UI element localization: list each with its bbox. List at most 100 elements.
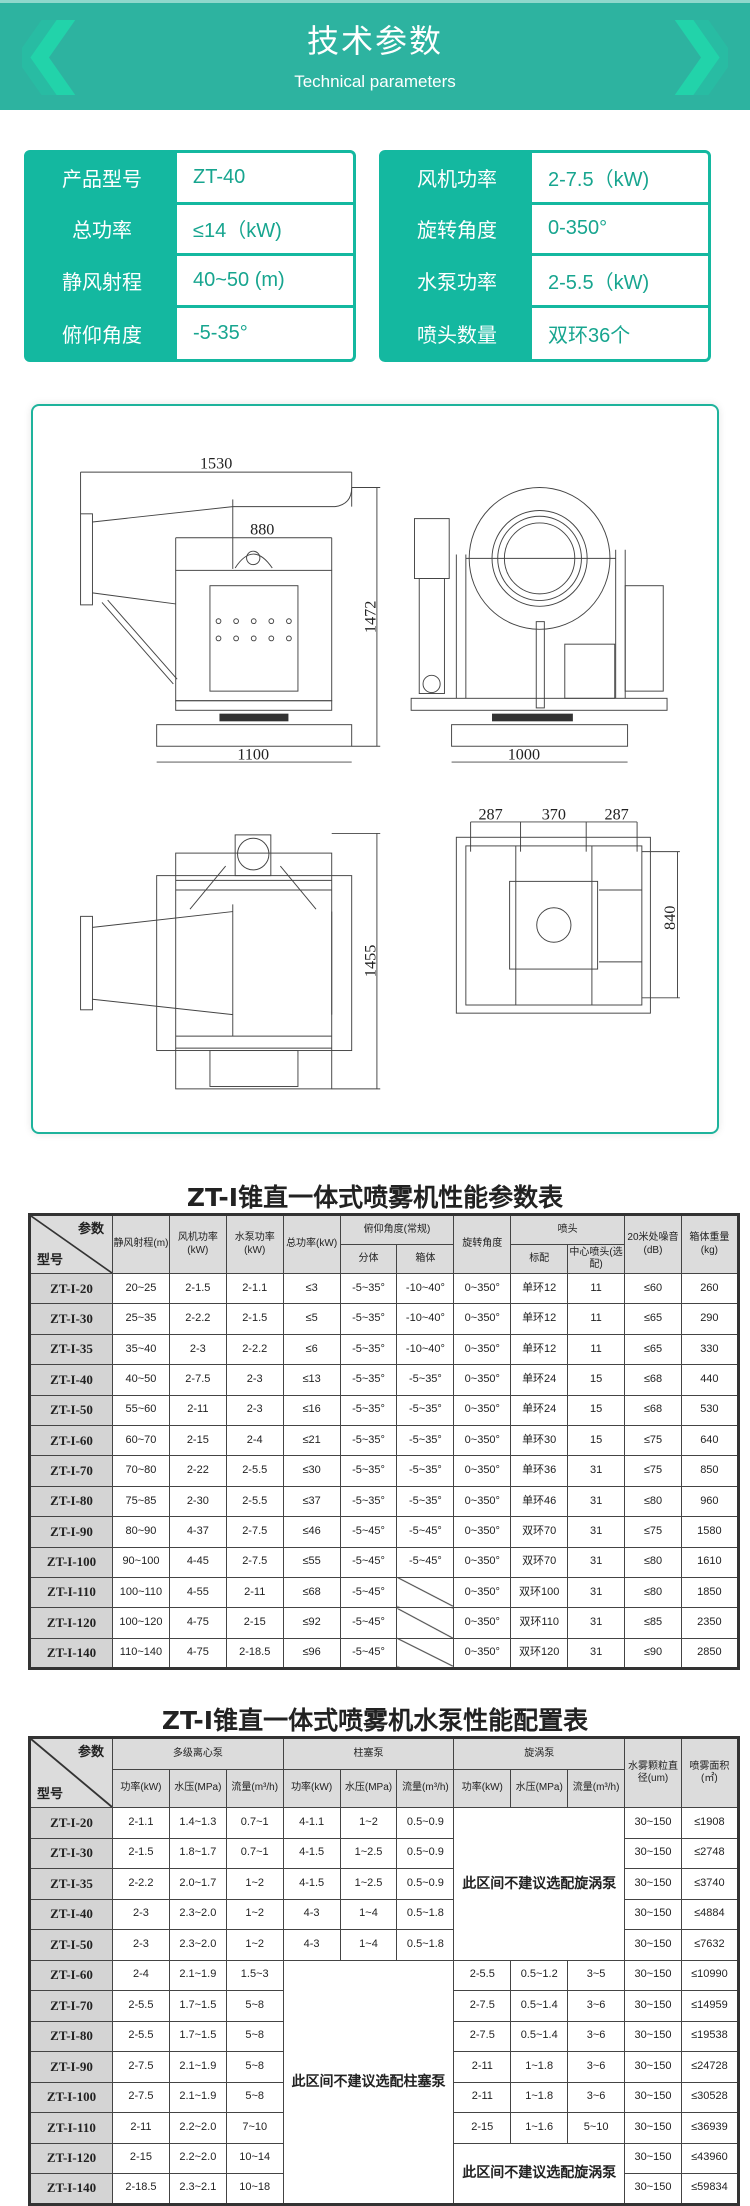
table-cell: -5~35° [339,1272,398,1305]
table-cell: ≤21 [282,1424,341,1457]
table-cell: 15 [567,1394,626,1426]
table-cell: 2-15 [225,1607,284,1639]
section-subtitle: Technical parameters [294,72,456,91]
table-cell: 30~150 [624,1929,682,1961]
table-cell: 30~150 [624,2173,682,2205]
table-cell: -5~35° [396,1394,455,1426]
table-cell: 2-1.5 [225,1303,284,1335]
table-cell: 30~150 [624,2112,682,2144]
table-cell: ≤10990 [680,1959,739,1991]
table-cell: 35~40 [112,1333,170,1366]
spec-label: 俯仰角度 [62,322,142,347]
table-cell: 31 [567,1516,626,1548]
dimension-label: 840 [661,906,679,930]
model-cell: ZT-I-20 [29,1272,113,1305]
table-cell: 双环110 [510,1607,569,1639]
table-cell: 30~150 [624,2051,682,2083]
table-cell: 1580 [680,1516,739,1548]
table-cell: 2-11 [112,2112,170,2144]
table-cell: ≤85 [624,1607,682,1639]
table-cell: 2-11 [225,1576,284,1609]
model-cell: ZT-I-50 [29,1394,113,1426]
performance-table: 参数 型号 静风射程(m) 风机功率(kW) 水泵功率(kW) 总功率(kW) … [28,1213,740,1671]
table-cell: -5~45° [339,1546,398,1578]
table-cell: 2350 [680,1607,739,1639]
table-cell: 0~350° [453,1546,512,1578]
table-cell: ≤80 [624,1576,682,1609]
column-header: 水雾颗粒直径(um) [624,1737,682,1808]
spec-value: 40~50 (m) [177,256,353,305]
table-cell: -5~35° [339,1333,398,1366]
table-cell: 330 [680,1333,739,1366]
table-cell: 11 [567,1272,626,1305]
column-header: 20米处噪音(dB) [624,1214,682,1274]
table-cell: 70~80 [112,1455,170,1487]
model-cell: ZT-I-60 [29,1424,113,1457]
corner-model-label: 型号 [37,1251,64,1267]
table-cell: ≤90 [624,1637,682,1670]
model-cell: ZT-I-110 [29,1576,113,1609]
table-cell: 2-1.5 [168,1272,227,1305]
table-cell: 2-7.5 [225,1546,284,1578]
table-cell: 850 [680,1455,739,1487]
table-cell: ≤19538 [680,2020,739,2052]
table-cell: 4-3 [282,1898,341,1930]
table-cell: 11 [567,1333,626,1366]
table-cell: 单环30 [510,1424,569,1457]
table-cell: 30~150 [624,1959,682,1991]
table-cell: 60~70 [112,1424,170,1457]
model-cell: ZT-I-140 [29,1637,113,1670]
table-cell: 4-55 [168,1576,227,1609]
table-cell: 2-15 [453,2112,512,2144]
table-cell: 2-7.5 [453,1990,512,2022]
model-cell: ZT-I-90 [29,1516,113,1548]
table-cell: 2-3 [225,1364,284,1396]
table-cell: 31 [567,1607,626,1639]
table-cell: 2-1.5 [112,1837,170,1869]
table-cell: 0.5~1.4 [510,2020,569,2052]
table-cell: ≤7632 [680,1929,739,1961]
column-header: 流量(m³/h) [225,1769,284,1808]
table-cell: ≤60 [624,1272,682,1305]
table-cell: 7~10 [225,2112,284,2144]
column-header: 旋转角度 [453,1214,512,1274]
table-cell: 4-37 [168,1516,227,1548]
table-cell: ≤59834 [680,2173,739,2205]
table-cell: 640 [680,1424,739,1457]
spec-label: 旋转角度 [417,218,497,243]
table-cell: 15 [567,1424,626,1457]
table-cell: 1~1.8 [510,2081,569,2113]
spec-label: 喷头数量 [417,322,497,347]
empty-slash-cell [396,1576,455,1609]
model-cell: ZT-I-140 [29,2173,113,2205]
table-cell: 11 [567,1303,626,1335]
table-cell: 0~350° [453,1394,512,1426]
table-cell: 1850 [680,1576,739,1609]
table-cell: 2-2.2 [225,1333,284,1366]
table-cell: 290 [680,1303,739,1335]
table-cell: 单环36 [510,1455,569,1487]
table-cell: 2-3 [225,1394,284,1426]
table-cell: 30~150 [624,1868,682,1900]
table-cell: ≤3740 [680,1868,739,1900]
table-cell: 90~100 [112,1546,170,1578]
table1-title: ZT-I锥直一体式喷雾机性能参数表 [186,1183,564,1212]
model-cell: ZT-I-40 [29,1898,113,1930]
column-header: 流量(m³/h) [396,1769,455,1808]
table-cell: 2.1~1.9 [168,2081,227,2113]
table-cell: 2.0~1.7 [168,1868,227,1900]
top-view-drawing: 1455 [80,832,381,1090]
table-cell: 单环12 [510,1333,569,1366]
table-cell: ≤46 [282,1516,341,1548]
column-header: 标配 [510,1244,569,1274]
